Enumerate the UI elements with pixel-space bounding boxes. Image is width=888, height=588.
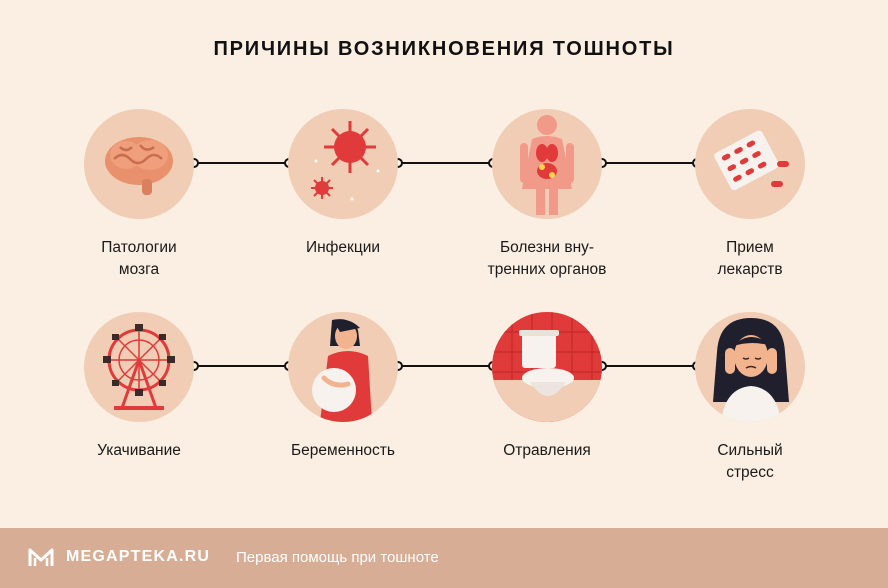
cause-label-pregnancy: Беременность [291, 442, 395, 459]
connector-line [189, 158, 294, 168]
cause-label-poisoning: Отравления [503, 442, 591, 459]
cause-label-infection: Инфекции [305, 239, 381, 256]
cause-label-motion: Укачивание [97, 442, 181, 459]
pregnant-woman-icon [312, 319, 372, 422]
brain-icon [105, 137, 173, 195]
causes-row-2: Укачивание Беременность Отравления Сильн… [0, 312, 888, 481]
connector-line [393, 361, 498, 371]
cause-circle-poisoning [492, 312, 602, 422]
brand-name[interactable]: MEGAPTEKA.RU [66, 548, 211, 565]
footer-bar: MEGAPTEKA.RU Первая помощь при тошноте [0, 528, 888, 588]
footer-tagline: Первая помощь при тошноте [236, 549, 439, 566]
megapteka-logo-icon [28, 548, 54, 566]
cause-label-organs: Болезни вну-тренних органов [487, 239, 607, 278]
connector-line [597, 158, 702, 168]
connector-line [393, 158, 498, 168]
virus-icon [311, 121, 380, 201]
cause-circle-brain [84, 109, 194, 219]
toilet-icon [492, 312, 602, 422]
organs-icon [520, 115, 574, 215]
cause-circle-pregnancy [288, 312, 398, 422]
cause-circle-pills [695, 109, 805, 219]
stressed-woman-icon [713, 318, 789, 422]
cause-circle-motion [84, 312, 194, 422]
page-title: ПРИЧИНЫ ВОЗНИКНОВЕНИЯ ТОШНОТЫ [213, 38, 675, 60]
connector-line [189, 361, 294, 371]
ferris-wheel-icon [103, 324, 175, 410]
connector-line [597, 361, 702, 371]
pills-icon [714, 130, 789, 191]
cause-circle-stress [695, 312, 805, 422]
cause-circle-organs [492, 109, 602, 219]
cause-circle-infection [288, 109, 398, 219]
